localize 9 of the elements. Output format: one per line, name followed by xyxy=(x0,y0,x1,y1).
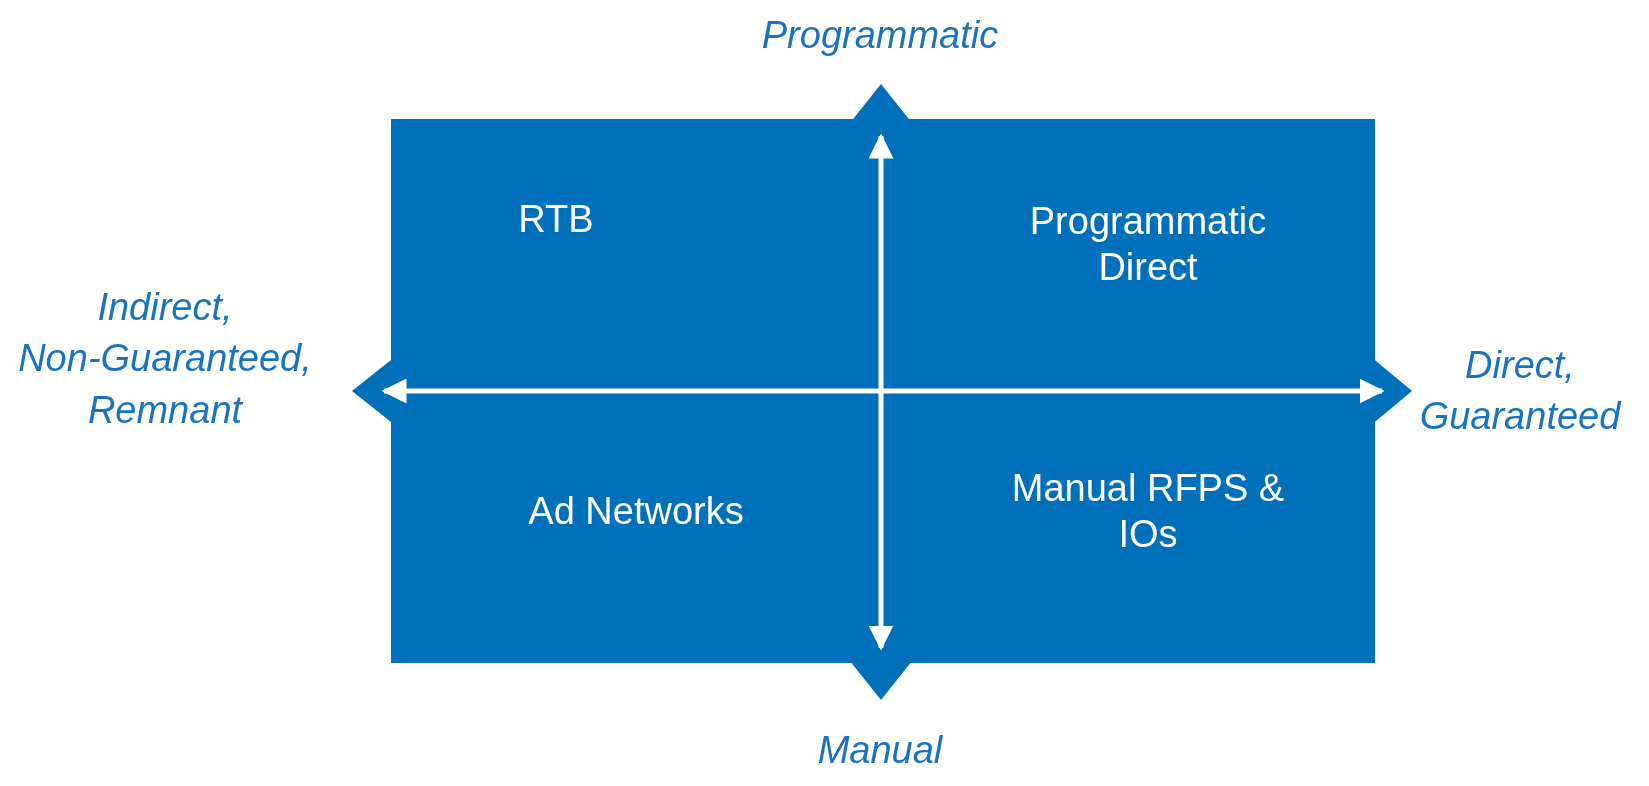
axis-label: Manual xyxy=(816,728,944,773)
quadrant-panel xyxy=(391,119,1375,663)
axis-label: Programmatic xyxy=(760,13,1000,58)
axis-label: Indirect, Non-Guaranteed, Remnant xyxy=(17,285,313,433)
quadrant-label: RTB xyxy=(518,197,594,243)
quadrant-label: Programmatic Direct xyxy=(1028,199,1268,290)
quadrant-label: Ad Networks xyxy=(528,489,744,535)
quadrant-label: Manual RFPS & IOs xyxy=(1010,466,1286,557)
axis-label: Direct, Guaranteed xyxy=(1418,343,1623,440)
